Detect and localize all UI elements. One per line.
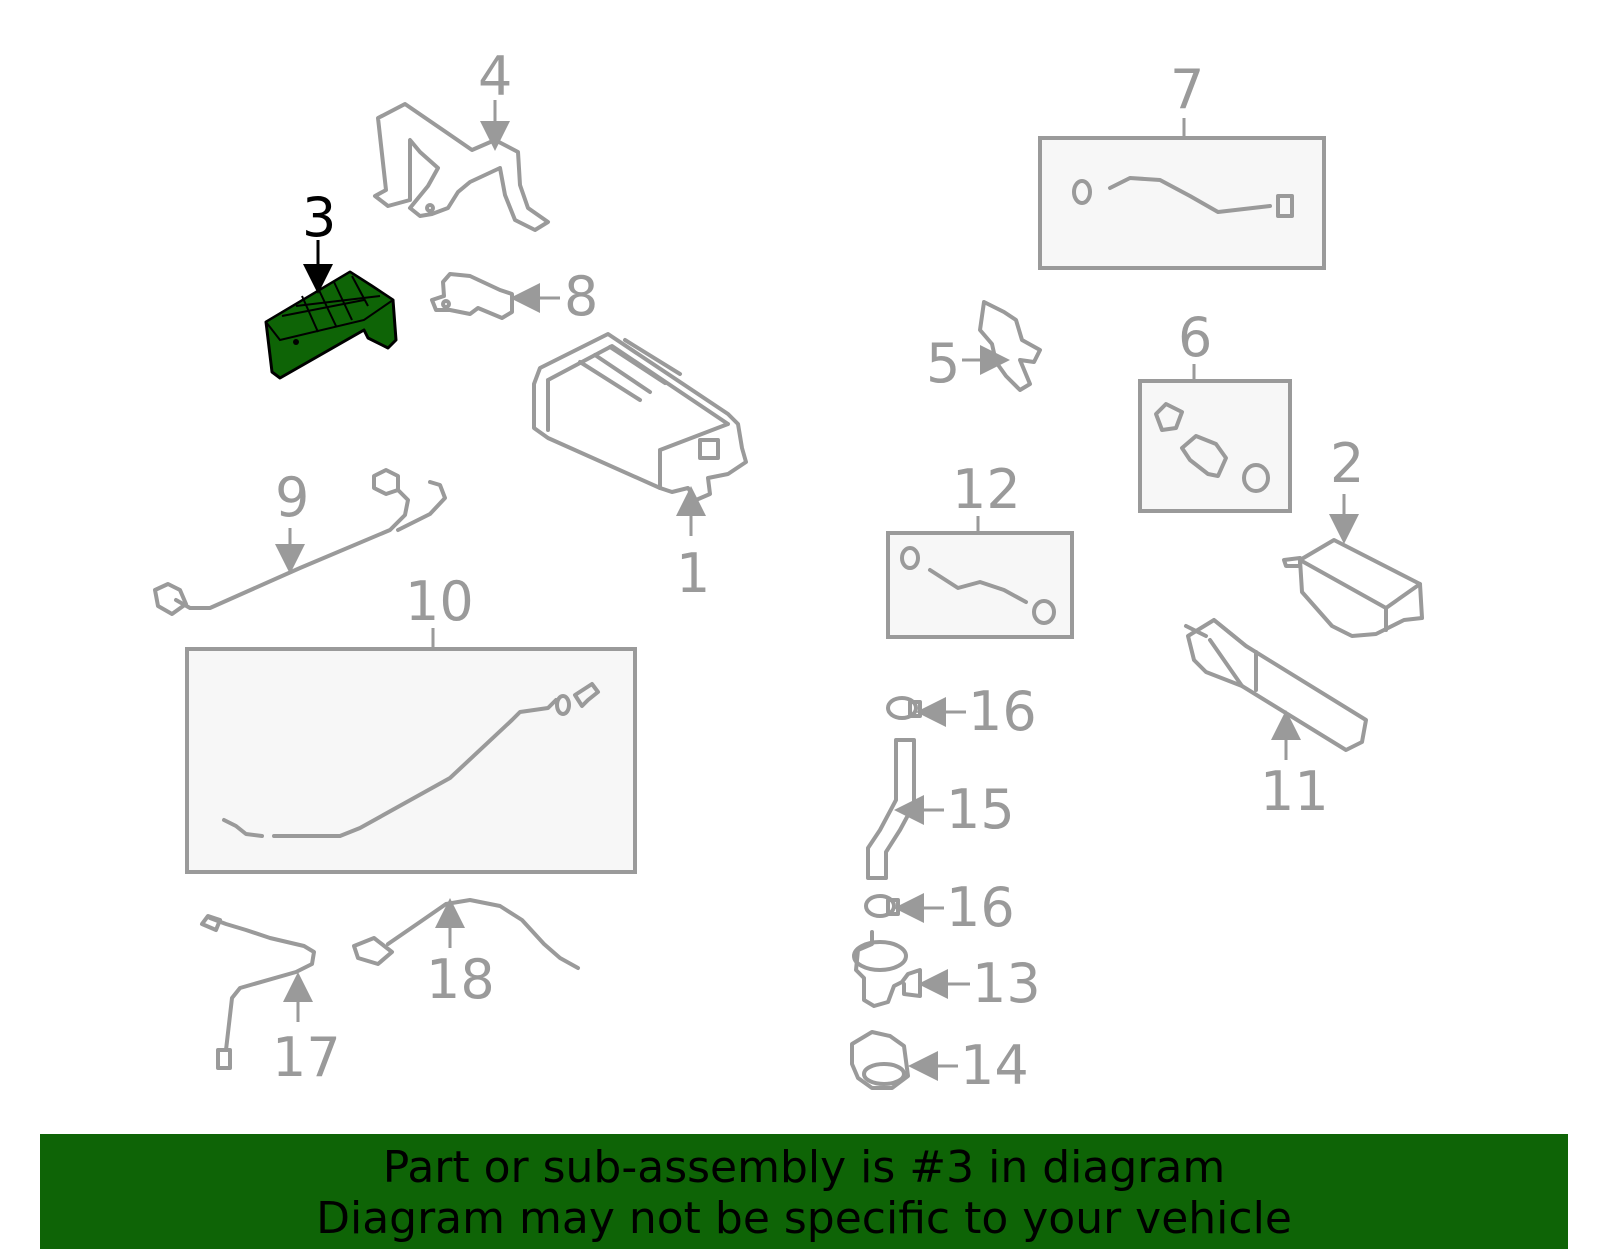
part-6-fittings-box: 6 (1138, 306, 1292, 513)
part-5-valve: 5 (926, 300, 1042, 395)
part-11-label: 11 (1260, 760, 1329, 823)
part-14-bracket: 14 (850, 1030, 1029, 1097)
part-17-sensor: 17 (200, 914, 341, 1089)
part-2-label: 2 (1330, 432, 1364, 495)
part-15-label: 15 (946, 778, 1015, 841)
part-11-filter: 11 (1184, 618, 1368, 823)
part-5-label: 5 (926, 332, 960, 395)
part-13-valve: 13 (852, 930, 1041, 1015)
part-3-label: 3 (302, 186, 336, 249)
part-16-clamp-upper: 16 (886, 680, 1037, 743)
part-15-hose: 15 (866, 738, 1015, 880)
part-17-label: 17 (272, 1026, 341, 1089)
part-3-cover: 3 (264, 186, 398, 380)
part-8-label: 8 (564, 265, 598, 328)
part-1-label: 1 (676, 542, 710, 605)
part-10-label: 10 (405, 570, 474, 633)
part-4-label: 4 (478, 45, 512, 108)
part-8-sensor: 8 (430, 265, 598, 328)
part-12-label: 12 (952, 458, 1021, 521)
part-9-harness: 9 (153, 466, 447, 616)
banner-line-2: Diagram may not be specific to your vehi… (316, 1193, 1292, 1244)
part-14-label: 14 (960, 1034, 1029, 1097)
part-4-bracket: 4 (373, 45, 550, 232)
banner-line-1: Part or sub-assembly is #3 in diagram (382, 1142, 1226, 1193)
part-2-module: 2 (1282, 432, 1424, 638)
part-16a-label: 16 (968, 680, 1037, 743)
part-1-canister: 1 (532, 332, 748, 605)
part-7-label: 7 (1170, 58, 1204, 121)
part-9-label: 9 (275, 466, 309, 529)
part-18-label: 18 (426, 948, 495, 1011)
part-16-clamp-lower: 16 (864, 876, 1015, 939)
part-6-label: 6 (1178, 306, 1212, 369)
part-7-hose-box: 7 (1038, 58, 1326, 270)
part-12-hose-box: 12 (886, 458, 1074, 639)
part-16b-label: 16 (946, 876, 1015, 939)
info-banner: Part or sub-assembly is #3 in diagram Di… (40, 1134, 1568, 1249)
part-10-hose-box: 10 (185, 570, 637, 874)
part-13-label: 13 (972, 952, 1041, 1015)
part-18-sensor: 18 (352, 898, 580, 1011)
